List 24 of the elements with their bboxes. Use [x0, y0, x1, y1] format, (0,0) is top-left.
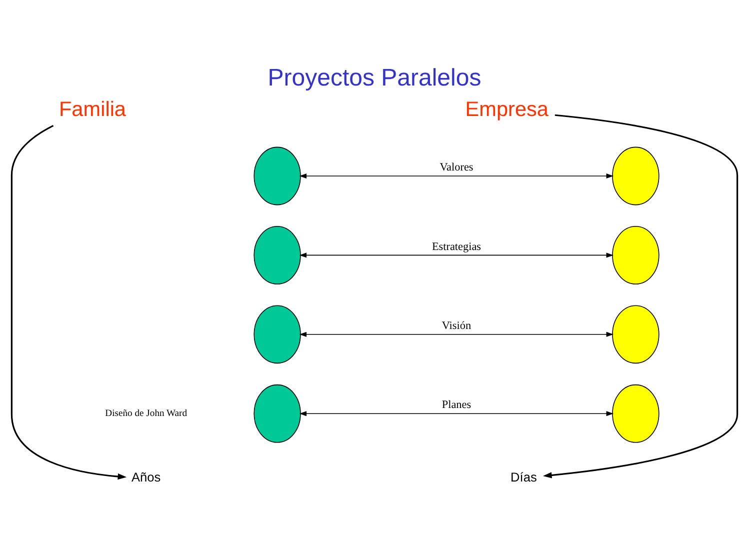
arrow: [299, 411, 614, 416]
node-text: Familia: [58, 98, 126, 121]
node-circle: [612, 305, 660, 364]
node-circle: [254, 384, 301, 443]
arrow: [299, 332, 614, 337]
node-circle: [254, 305, 301, 364]
node-circle: [612, 384, 660, 443]
node-text: Empresa: [465, 98, 549, 121]
arrow: [542, 114, 738, 478]
arrow: [299, 252, 614, 258]
arrow: [299, 173, 614, 179]
diagram-title: Proyectos Paralelos: [268, 64, 482, 92]
edge-label: Planes: [442, 399, 472, 412]
edge-label: Estrategias: [432, 240, 482, 253]
arrow: [10, 124, 127, 480]
node-circle: [254, 146, 301, 206]
node-circle: [254, 226, 301, 284]
edge-label: Valores: [440, 162, 474, 174]
node-text: Años: [132, 469, 161, 484]
label: Diseño de John Ward: [105, 408, 188, 420]
edge-label: Visión: [442, 320, 472, 332]
node-circle: [612, 146, 660, 206]
node-text: Días: [510, 469, 537, 484]
node-circle: [612, 226, 660, 284]
